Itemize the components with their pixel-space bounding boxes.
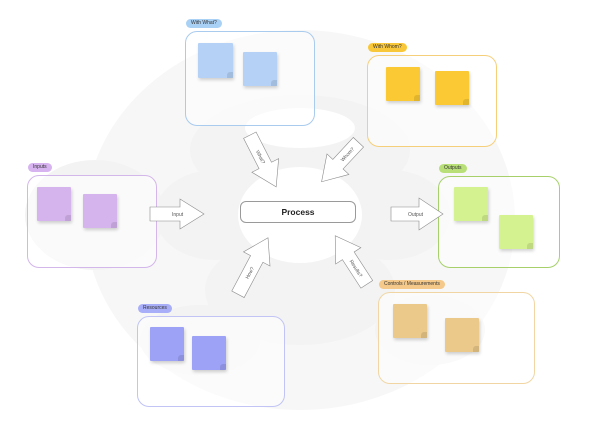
sticky-note[interactable] [386,67,420,101]
sticky-note[interactable] [454,187,488,221]
sticky-note[interactable] [37,187,71,221]
sticky-note[interactable] [192,336,226,370]
with-whom-box[interactable]: With Whom? [367,43,497,147]
resources-tag: Resources [138,304,172,313]
process-label: Process [281,207,315,217]
outputs-tag: Outputs [439,164,467,173]
outputs-box[interactable]: Outputs [438,164,560,268]
with-what-tag: With What? [186,19,222,28]
controls-measurements-box[interactable]: Controls / Measurements [378,280,535,384]
sticky-note[interactable] [445,318,479,352]
with-what-box[interactable]: With What? [185,19,315,126]
sticky-note[interactable] [198,43,233,78]
sticky-note[interactable] [499,215,533,249]
sticky-note[interactable] [83,194,117,228]
inputs-tag: Inputs [28,163,52,172]
inputs-box[interactable]: Inputs [27,163,157,268]
with-whom-tag: With Whom? [368,43,407,52]
sticky-note[interactable] [150,327,184,361]
controls-measurements-tag: Controls / Measurements [379,280,445,289]
sticky-note[interactable] [393,304,427,338]
resources-box[interactable]: Resources [137,304,285,407]
sticky-note[interactable] [243,52,277,86]
sticky-note[interactable] [435,71,469,105]
process-box[interactable]: Process [240,201,356,223]
